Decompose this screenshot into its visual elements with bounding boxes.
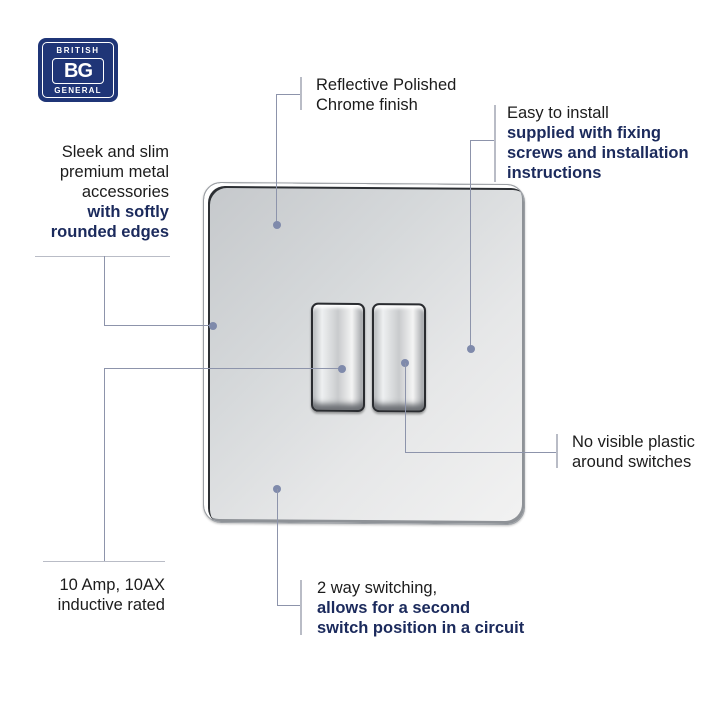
callout-bar-finish <box>300 77 302 110</box>
leader-line <box>470 140 494 141</box>
leader-line <box>277 605 300 606</box>
leader-line <box>104 325 213 326</box>
switch-plate <box>203 181 525 526</box>
leader-line <box>276 94 300 95</box>
leader-line <box>104 368 105 561</box>
callout-finish: Reflective Polished Chrome finish <box>316 75 456 115</box>
callout-text: Chrome finish <box>316 96 418 114</box>
leader-line <box>276 94 277 225</box>
callout-text: around switches <box>572 453 692 471</box>
callout-text: No visible plastic <box>572 433 695 451</box>
british-general-logo: BRITISH BG GENERAL <box>38 38 118 102</box>
callout-bar-rating <box>43 561 165 562</box>
callout-rating: 10 Amp, 10AX inductive rated <box>58 575 165 615</box>
callout-text: 2 way switching, <box>317 579 438 597</box>
leader-line <box>104 256 105 325</box>
leader-dot <box>272 221 281 229</box>
callout-plastic: No visible plastic around switches <box>572 432 695 472</box>
leader-dot <box>338 364 346 373</box>
callout-text: inductive rated <box>57 596 165 614</box>
callout-text: Easy to install <box>507 104 609 122</box>
callout-edges: Sleek and slim premium metal accessories… <box>51 142 169 242</box>
callout-text-bold: screws and installation <box>507 144 689 162</box>
logo-monogram: BG <box>52 58 104 84</box>
callout-text-bold: rounded edges <box>50 223 169 241</box>
callout-text: Reflective Polished <box>316 76 457 94</box>
logo-border: BRITISH BG GENERAL <box>42 42 114 98</box>
callout-text-bold: with softly <box>87 203 169 221</box>
callout-text: 10 Amp, 10AX <box>59 576 166 594</box>
leader-line <box>104 368 342 369</box>
logo-text-bottom: GENERAL <box>54 86 102 95</box>
callout-bar-install <box>494 105 496 182</box>
leader-dot <box>209 321 217 330</box>
callout-text-bold: switch position in a circuit <box>317 619 525 637</box>
rocker-switch-left[interactable] <box>311 302 365 413</box>
callout-text: Sleek and slim <box>61 143 169 161</box>
callout-bar-edges <box>35 256 170 257</box>
leader-line <box>405 363 406 452</box>
leader-line <box>277 489 278 605</box>
logo-text-top: BRITISH <box>56 46 100 55</box>
leader-line <box>470 140 471 349</box>
callout-text-bold: allows for a second <box>317 599 471 617</box>
callout-text-bold: instructions <box>507 164 602 182</box>
callout-install: Easy to install supplied with fixing scr… <box>507 103 689 183</box>
callout-text: premium metal <box>59 163 169 181</box>
leader-line <box>405 452 556 453</box>
leader-dot <box>466 345 475 353</box>
callout-twoway: 2 way switching, allows for a second swi… <box>317 578 524 638</box>
rocker-switch-right[interactable] <box>372 303 426 413</box>
callout-text: accessories <box>81 183 169 201</box>
callout-bar-plastic <box>556 434 558 468</box>
callout-bar-twoway <box>300 580 302 635</box>
callout-text-bold: supplied with fixing <box>507 124 661 142</box>
